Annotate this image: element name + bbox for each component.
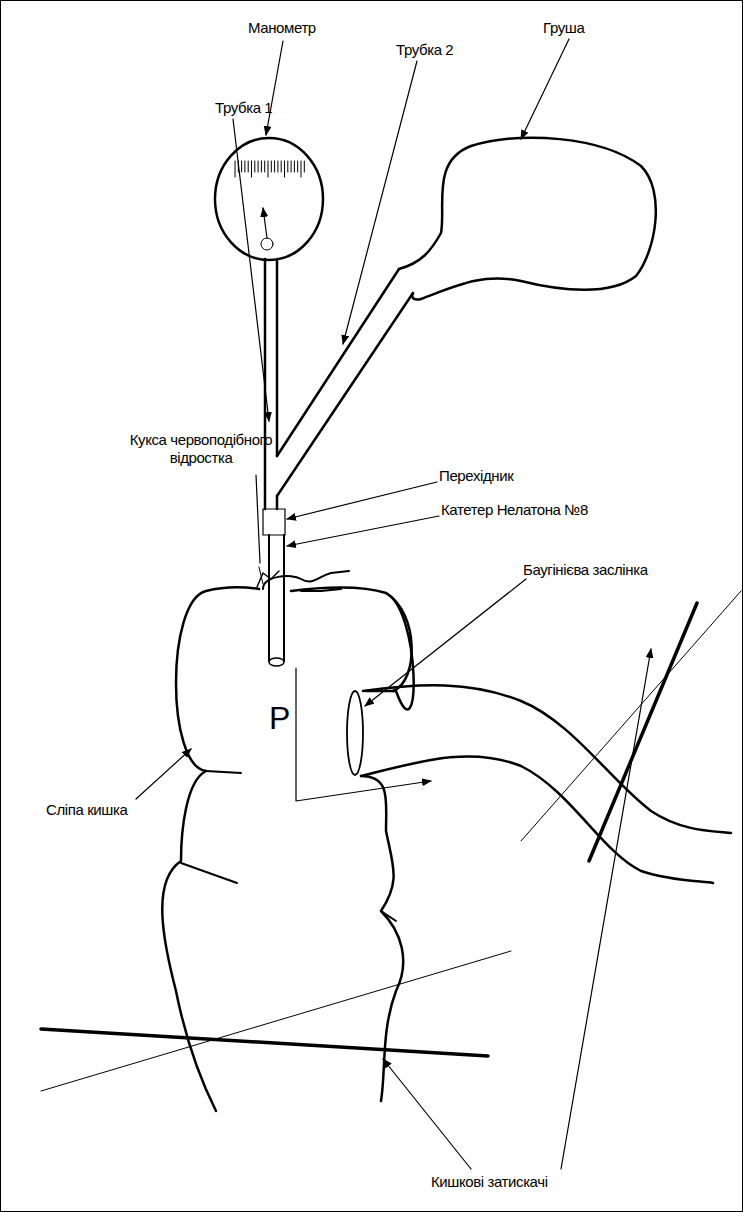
part-label: Сліпа кишка xyxy=(46,801,127,819)
cecum xyxy=(176,587,414,771)
part-label: Баугінієва заслінка xyxy=(523,561,648,579)
part-label: Трубка 2 xyxy=(396,41,453,59)
part-label: Трубка 1 xyxy=(215,99,272,117)
manometer-dial xyxy=(215,138,323,260)
bulb xyxy=(399,138,656,300)
part-label: Перехідник xyxy=(439,467,513,485)
part-label: Катетер Нелатона №8 xyxy=(441,501,588,519)
intestinal-clamp xyxy=(41,1029,488,1056)
part-label: Груша xyxy=(543,19,584,37)
ileocecal-valve xyxy=(347,691,363,775)
adaptor xyxy=(263,509,285,535)
pressure-symbol: P xyxy=(269,701,290,735)
part-label: Кишкові затискачі xyxy=(431,1173,548,1191)
intestinal-clamp xyxy=(589,603,697,861)
part-label: Манометр xyxy=(248,19,316,37)
part-label: Кукса червоподібного відростка xyxy=(111,431,291,467)
